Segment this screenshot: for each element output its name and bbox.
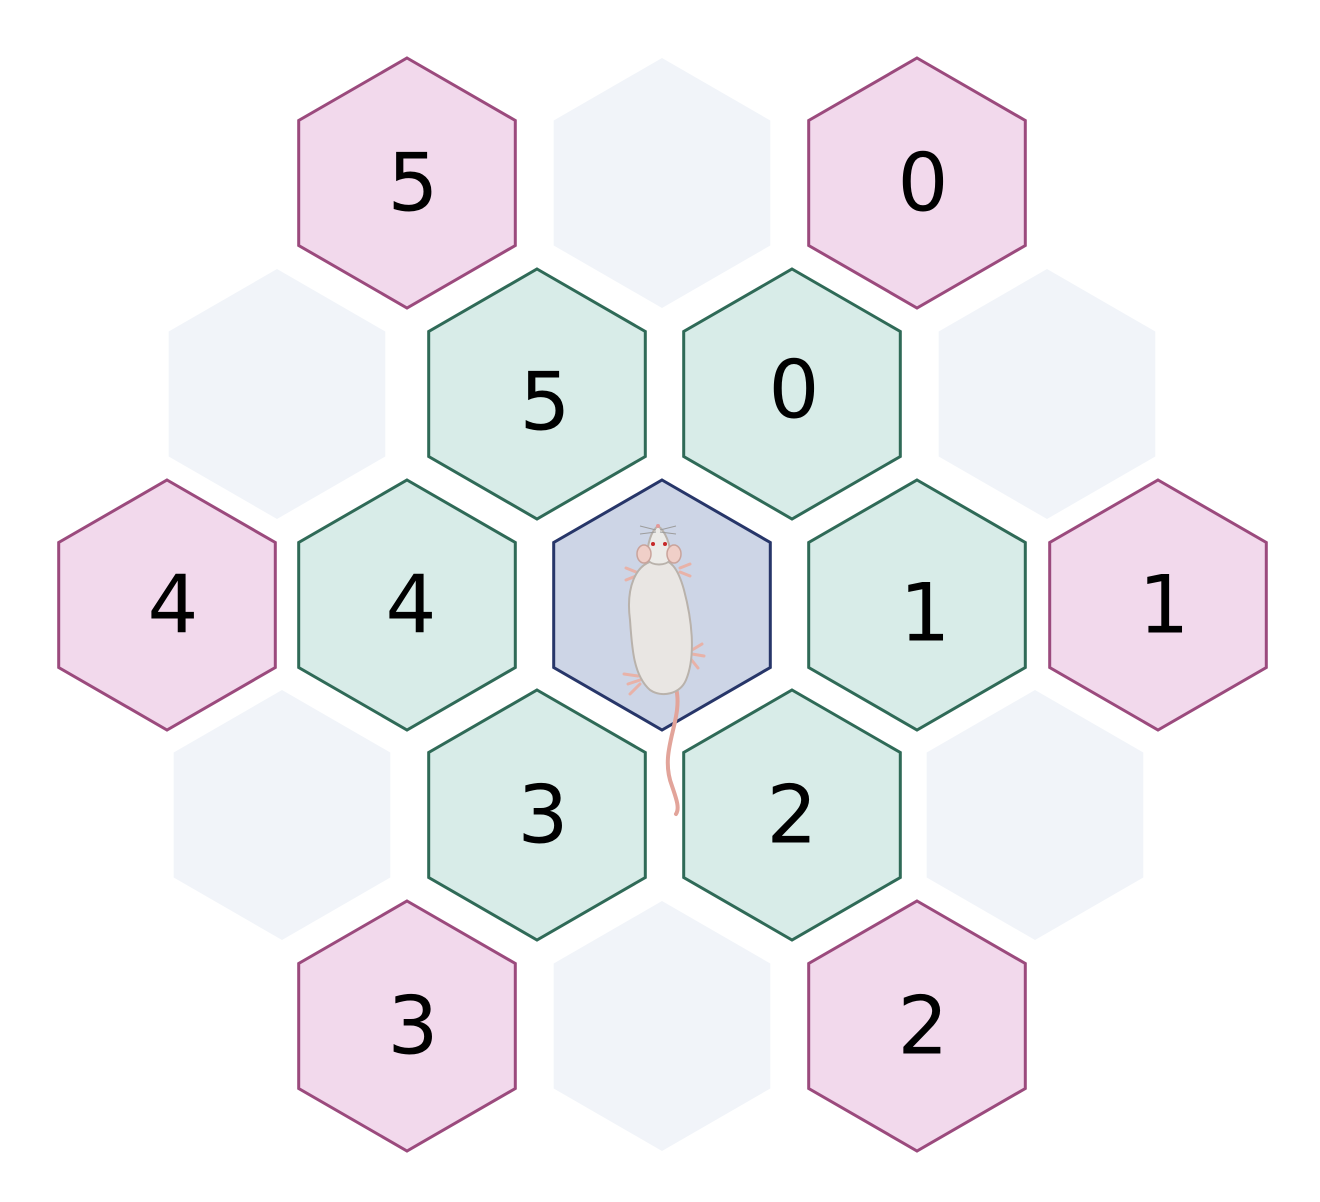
- outer-hex-label: 1: [1139, 559, 1190, 652]
- inner-hex-shape: [297, 478, 517, 732]
- outer-hex-shape: [297, 56, 517, 310]
- inner-hex-2: 2: [682, 688, 902, 942]
- outer-hex-label: 4: [148, 559, 199, 652]
- outer-hex-label: 2: [898, 980, 949, 1073]
- inner-hex-label: 1: [900, 567, 951, 660]
- inner-hex-shape: [427, 688, 647, 942]
- inner-hex-label: 2: [767, 769, 818, 862]
- outer-hex-shape: [807, 899, 1027, 1153]
- inner-hex-label: 4: [386, 559, 437, 652]
- empty-hexes: [168, 58, 1156, 1151]
- inner-hex-1: 1: [807, 478, 1027, 732]
- empty-hex: [168, 269, 386, 519]
- outer-hex-shape: [1048, 478, 1268, 732]
- inner-hex-label: 3: [518, 769, 569, 862]
- inner-hex-shape: [682, 267, 902, 521]
- empty-hex: [938, 269, 1156, 519]
- inner-hex-shape: [682, 688, 902, 942]
- empty-hex: [926, 690, 1144, 940]
- empty-hex: [173, 690, 391, 940]
- empty-hex: [553, 58, 771, 308]
- inner-hex-0: 0: [682, 267, 902, 521]
- outer-hex-shape: [57, 478, 277, 732]
- outer-hex-2: 2: [807, 899, 1027, 1153]
- outer-hex-5: 5: [297, 56, 517, 310]
- inner-hex-4: 4: [297, 478, 517, 732]
- outer-hex-3: 3: [297, 899, 517, 1153]
- outer-hex-shape: [807, 56, 1027, 310]
- outer-hex-label: 0: [898, 137, 949, 230]
- mouse-icon: [622, 524, 706, 816]
- inner-hex-label: 5: [520, 356, 571, 449]
- inner-hex-shape: [807, 478, 1027, 732]
- outer-ring: 5 0 1 2 3 4: [57, 56, 1268, 1153]
- outer-hex-4: 4: [57, 478, 277, 732]
- outer-hex-shape: [297, 899, 517, 1153]
- inner-hex-label: 0: [769, 344, 820, 437]
- outer-hex-0: 0: [807, 56, 1027, 310]
- inner-hex-3: 3: [427, 688, 647, 942]
- outer-hex-1: 1: [1048, 478, 1268, 732]
- outer-hex-label: 5: [388, 137, 439, 230]
- outer-hex-label: 3: [388, 980, 439, 1073]
- inner-ring: 5 0 1 2 3 4: [297, 267, 1027, 942]
- empty-hex: [553, 901, 771, 1151]
- inner-hex-5: 5: [427, 267, 647, 521]
- center-hex: [552, 478, 772, 816]
- inner-hex-shape: [427, 267, 647, 521]
